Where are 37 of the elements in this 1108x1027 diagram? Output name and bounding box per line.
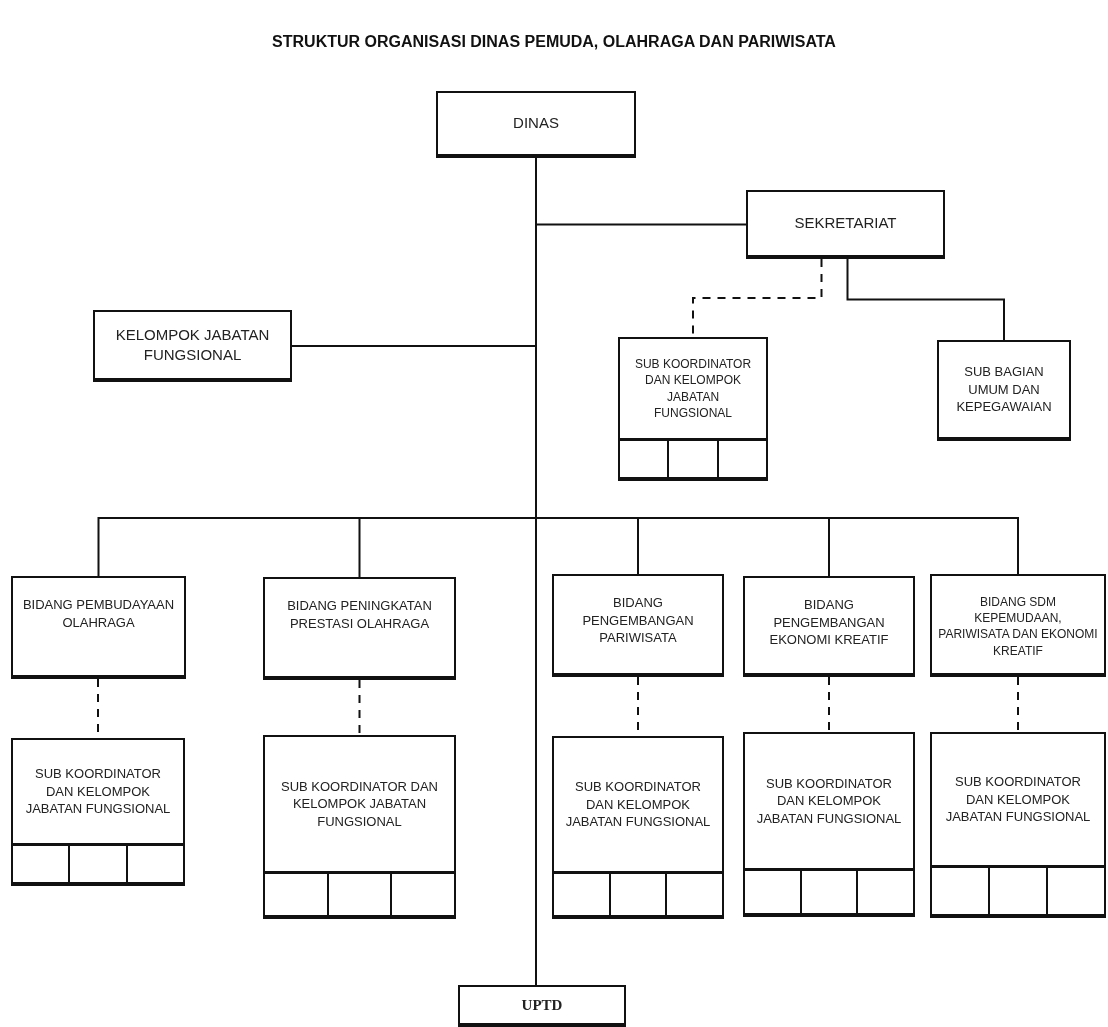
org-box: [458, 985, 626, 1027]
box-label: BIDANG PENGEMBANGAN PARIWISATA: [581, 594, 695, 647]
box-label: BIDANG PENGEMBANGAN EKONOMI KREATIF: [768, 596, 890, 649]
org-box: [746, 190, 945, 259]
box-label: SUB KOORDINATOR DAN KELOMPOK JABATAN FUNGSIONAL: [24, 765, 172, 818]
box-label: SUB KOORDINATOR DAN KELOMPOK JABATAN FUNGSIONAL: [564, 778, 712, 831]
org-box: [743, 576, 915, 677]
connector-line: [358, 679, 361, 736]
org-box: [11, 576, 186, 679]
org-box: [436, 91, 636, 158]
diagram-title: STRUKTUR ORGANISASI DINAS PEMUDA, OLAHRAGA DAN PARIWISATA: [271, 33, 837, 51]
unit-table-box: [743, 732, 915, 917]
unit-table-box: [618, 337, 768, 481]
connector-line: [846, 258, 1005, 341]
org-box: [937, 340, 1071, 441]
connector-line: [828, 676, 830, 733]
unit-table-box: [930, 732, 1106, 918]
box-label: KELOMPOK JABATAN FUNGSIONAL: [114, 324, 271, 365]
unit-table-box: [263, 735, 456, 919]
org-box: [552, 574, 724, 677]
box-label: BIDANG SDM KEPEMUDAAN, PARIWISATA DAN EKONOMI KREATIF: [938, 594, 1098, 659]
box-label: SEKRETARIAT: [794, 213, 897, 234]
box-label: UPTD: [521, 995, 563, 1015]
box-label: SUB KOORDINATOR DAN KELOMPOK JABATAN FUNGSIONAL: [944, 773, 1092, 826]
box-label: SUB KOORDINATOR DAN KELOMPOK JABATAN FUNGSIONAL: [633, 356, 753, 421]
box-label: SUB KOORDINATOR DAN KELOMPOK JABATAN FUNGSIONAL: [755, 774, 903, 828]
unit-table-box: [11, 738, 185, 886]
box-label: BIDANG PENINGKATAN PRESTASI OLAHRAGA: [286, 597, 433, 633]
org-box: [930, 574, 1106, 677]
connector-line: [1017, 676, 1019, 733]
org-box: [263, 577, 456, 680]
unit-table-box: [552, 736, 724, 919]
org-box: [93, 310, 292, 382]
box-label: DINAS: [513, 113, 559, 134]
box-label: SUB BAGIAN UMUM DAN KEPEGAWAIAN: [955, 363, 1053, 416]
box-label: BIDANG PEMBUDAYAAN OLAHRAGA: [21, 596, 176, 632]
box-label: SUB KOORDINATOR DAN KELOMPOK JABATAN FUNGSIONAL: [280, 777, 439, 831]
